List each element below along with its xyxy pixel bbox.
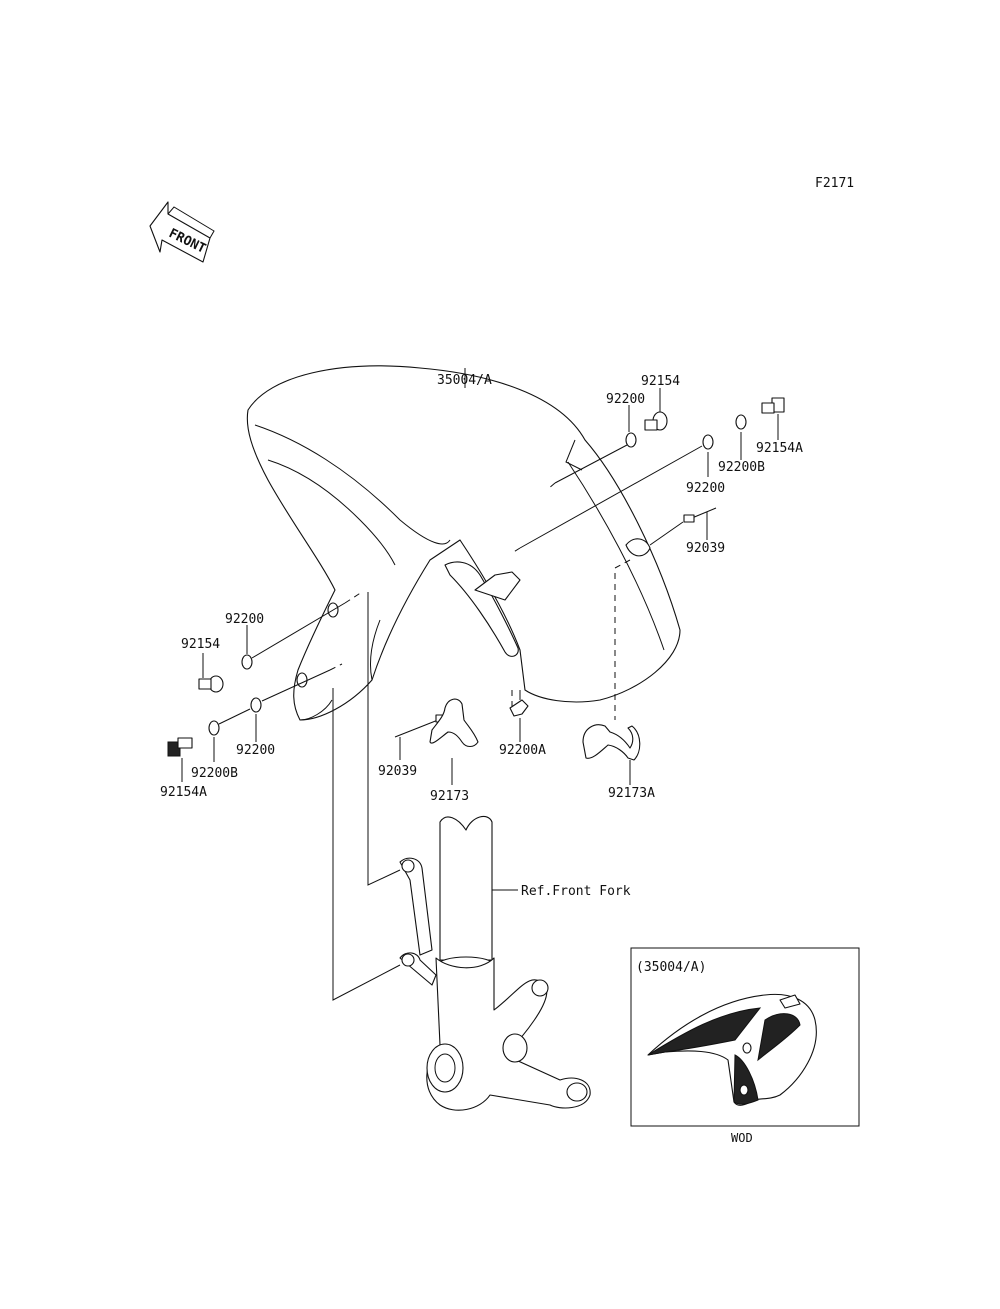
label-92173A: 92173A <box>608 786 655 801</box>
bolt-92154-left <box>198 675 224 693</box>
clamp-92173A <box>582 724 641 761</box>
inset-caption: WOD <box>731 1131 753 1145</box>
label-92154-left: 92154 <box>181 637 220 652</box>
washer-92200A <box>509 690 529 717</box>
label-92154A-left: 92154A <box>160 785 207 800</box>
front-fork-reference <box>399 815 591 1111</box>
front-fender-35004 <box>246 365 681 721</box>
label-92200-top: 92200 <box>606 392 645 407</box>
inset-title: (35004/A) <box>636 960 706 975</box>
bolt-92154A-left <box>167 737 193 757</box>
label-35004: 35004/A <box>437 373 492 388</box>
label-92200A: 92200A <box>499 743 546 758</box>
washer-92200-left-upper <box>241 654 253 670</box>
bolt-92154-top <box>644 411 668 431</box>
label-92200-left-lower: 92200 <box>236 743 275 758</box>
front-direction-arrow-icon: FRONT <box>149 201 215 263</box>
label-92200-mid: 92200 <box>686 481 725 496</box>
label-ref-front-fork: Ref.Front Fork <box>521 884 631 899</box>
label-92039-left: 92039 <box>378 764 417 779</box>
washer-92200-top <box>625 432 637 448</box>
label-92200B-right: 92200B <box>718 460 765 475</box>
screw-92039-right <box>683 507 717 523</box>
label-92200B-left: 92200B <box>191 766 238 781</box>
clamp-92173 <box>429 698 479 748</box>
clip-nut-right <box>625 538 651 557</box>
label-92200-left-upper: 92200 <box>225 612 264 627</box>
washer-92200-left-lower <box>250 697 262 713</box>
label-92154A-right: 92154A <box>756 441 803 456</box>
bolt-92154A-right <box>761 397 785 414</box>
washer-92200B-right <box>735 414 747 430</box>
label-92039-right: 92039 <box>686 541 725 556</box>
label-92154-top: 92154 <box>641 374 680 389</box>
washer-92200-mid <box>702 434 714 450</box>
inset-wod-variant: (35004/A) WOD <box>630 947 860 1145</box>
diagram-code: F2171 <box>815 176 854 191</box>
label-92173: 92173 <box>430 789 469 804</box>
washer-92200B-left <box>208 720 220 736</box>
